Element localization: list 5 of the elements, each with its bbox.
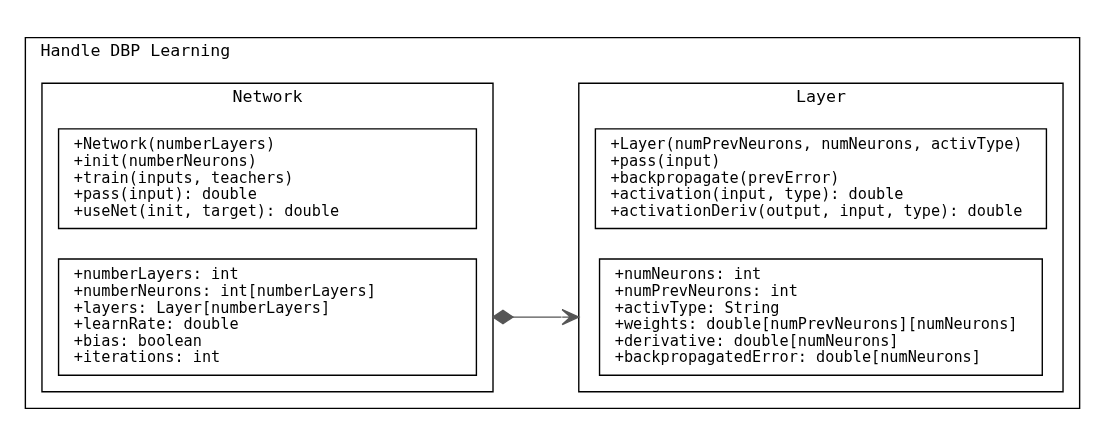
arrow [491, 308, 580, 326]
node-box: +Network(numberLayers) +init(numberNeurons) +train(inputs, teachers) +pass(input): double +useNet(init, target): double [57, 128, 478, 230]
node-box: +numNeurons: int +numPrevNeurons: int +activType: String +weights: double[numPrevNeurons][numNeurons] +derivative: double[numNeurons] +backpropagatedError: double[numNeurons] [598, 258, 1043, 376]
node-box: +Layer(numPrevNeurons, numNeurons, activType) +pass(input) +backpropagate(prevError) +activation(input, type): double +activationDeriv(output, input, type): double [594, 128, 1048, 230]
node-box: +numberLayers: int +numberNeurons: int[numberLayers] +layers: Layer[numberLayers] +learnRate: double +bias: boolean +iterations: int [57, 258, 478, 376]
